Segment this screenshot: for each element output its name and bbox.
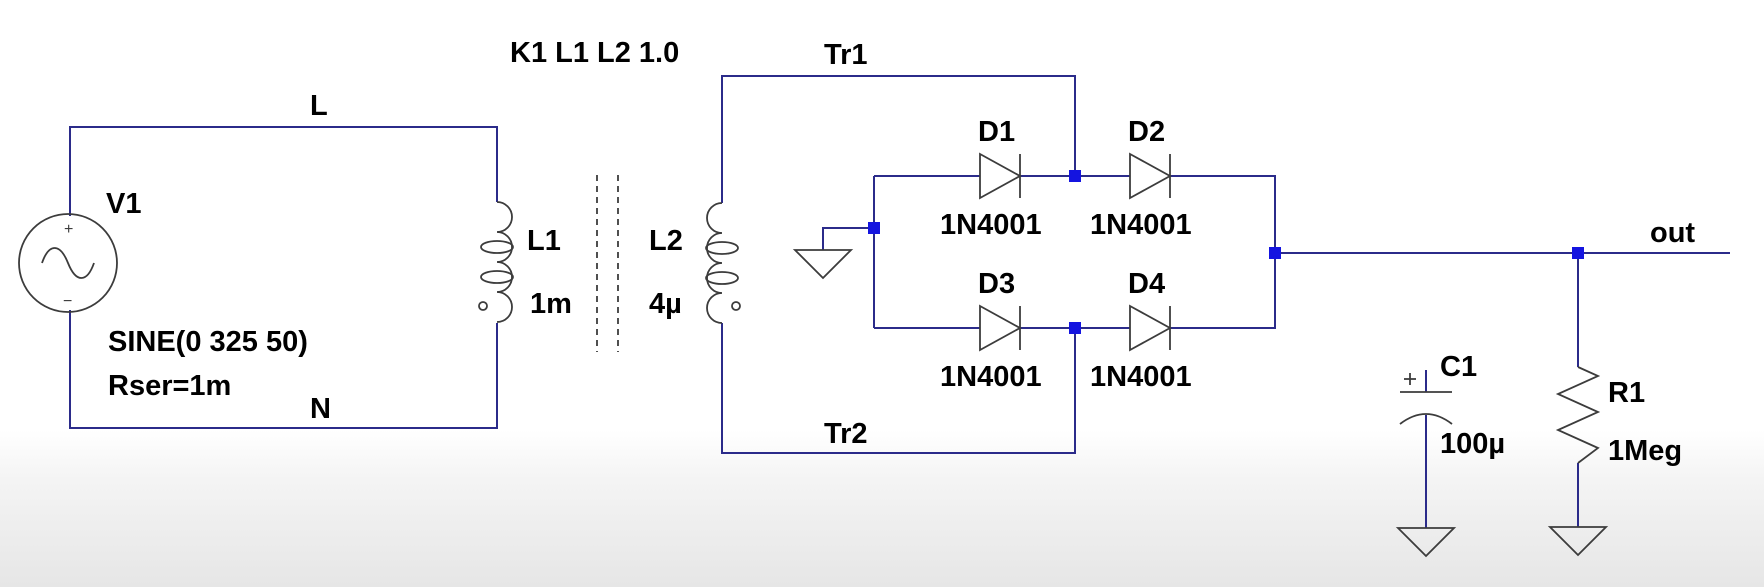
ground-bridge-icon	[792, 249, 854, 280]
transformer-core	[596, 175, 619, 352]
diode-d1[interactable]	[979, 152, 1022, 200]
net-label-line: L	[310, 90, 328, 122]
diode-d2[interactable]	[1129, 152, 1172, 200]
v1-name: V1	[106, 188, 141, 220]
c1-value[interactable]: 100µ	[1440, 428, 1505, 460]
junctions	[868, 170, 1584, 334]
net-label-neutral: N	[310, 393, 331, 425]
diode-d3[interactable]	[979, 304, 1022, 352]
d2-name: D2	[1128, 116, 1165, 148]
d4-name: D4	[1128, 268, 1165, 300]
r1-name: R1	[1608, 377, 1645, 409]
l1-name: L1	[527, 225, 561, 257]
v1-minus-sign: −	[63, 293, 72, 310]
d4-value[interactable]: 1N4001	[1090, 361, 1192, 393]
wire-tr1[interactable]	[721, 75, 1076, 203]
d3-value[interactable]: 1N4001	[940, 361, 1042, 393]
l1-polarity-dot	[478, 301, 488, 311]
ground-c1-icon	[1395, 527, 1457, 558]
wire-tr2[interactable]	[721, 323, 1076, 454]
d2-value[interactable]: 1N4001	[1090, 209, 1192, 241]
junction-bridge-right	[1269, 247, 1281, 259]
d1-name: D1	[978, 116, 1015, 148]
wire-neutral[interactable]	[69, 310, 498, 429]
resistor-r1[interactable]	[1555, 366, 1601, 464]
capacitor-c1[interactable]	[1399, 373, 1453, 425]
junction-output	[1572, 247, 1584, 259]
d1-value[interactable]: 1N4001	[940, 209, 1042, 241]
v1-plus-sign: +	[64, 221, 73, 238]
d3-name: D3	[978, 268, 1015, 300]
ground-r1-icon	[1547, 526, 1609, 557]
wire-bridge-ground[interactable]	[822, 227, 874, 250]
l2-polarity-dot	[731, 301, 741, 311]
inductor-l1[interactable]	[478, 201, 514, 323]
l2-name: L2	[649, 225, 683, 257]
voltage-source-v1[interactable]: + −	[18, 213, 118, 313]
wire-line[interactable]	[69, 126, 498, 216]
wires	[69, 75, 1730, 528]
junction-tr1	[1069, 170, 1081, 182]
inductor-l2[interactable]	[705, 202, 741, 324]
junction-tr2	[1069, 322, 1081, 334]
wire-d4-cathode[interactable]	[1170, 253, 1276, 329]
l1-value[interactable]: 1m	[530, 288, 572, 320]
r1-value[interactable]: 1Meg	[1608, 435, 1682, 467]
junction-bridge-left	[868, 222, 880, 234]
coupling-directive[interactable]: K1 L1 L2 1.0	[510, 37, 679, 69]
c1-name: C1	[1440, 351, 1477, 383]
net-label-tr1: Tr1	[824, 39, 868, 71]
diode-d4[interactable]	[1129, 304, 1172, 352]
wire-d2-cathode[interactable]	[1170, 175, 1276, 253]
net-label-tr2: Tr2	[824, 418, 868, 450]
l2-value[interactable]: 4µ	[649, 288, 682, 320]
net-label-out: out	[1650, 217, 1695, 249]
v1-value[interactable]: SINE(0 325 50)	[108, 326, 308, 358]
v1-rser[interactable]: Rser=1m	[108, 370, 231, 402]
